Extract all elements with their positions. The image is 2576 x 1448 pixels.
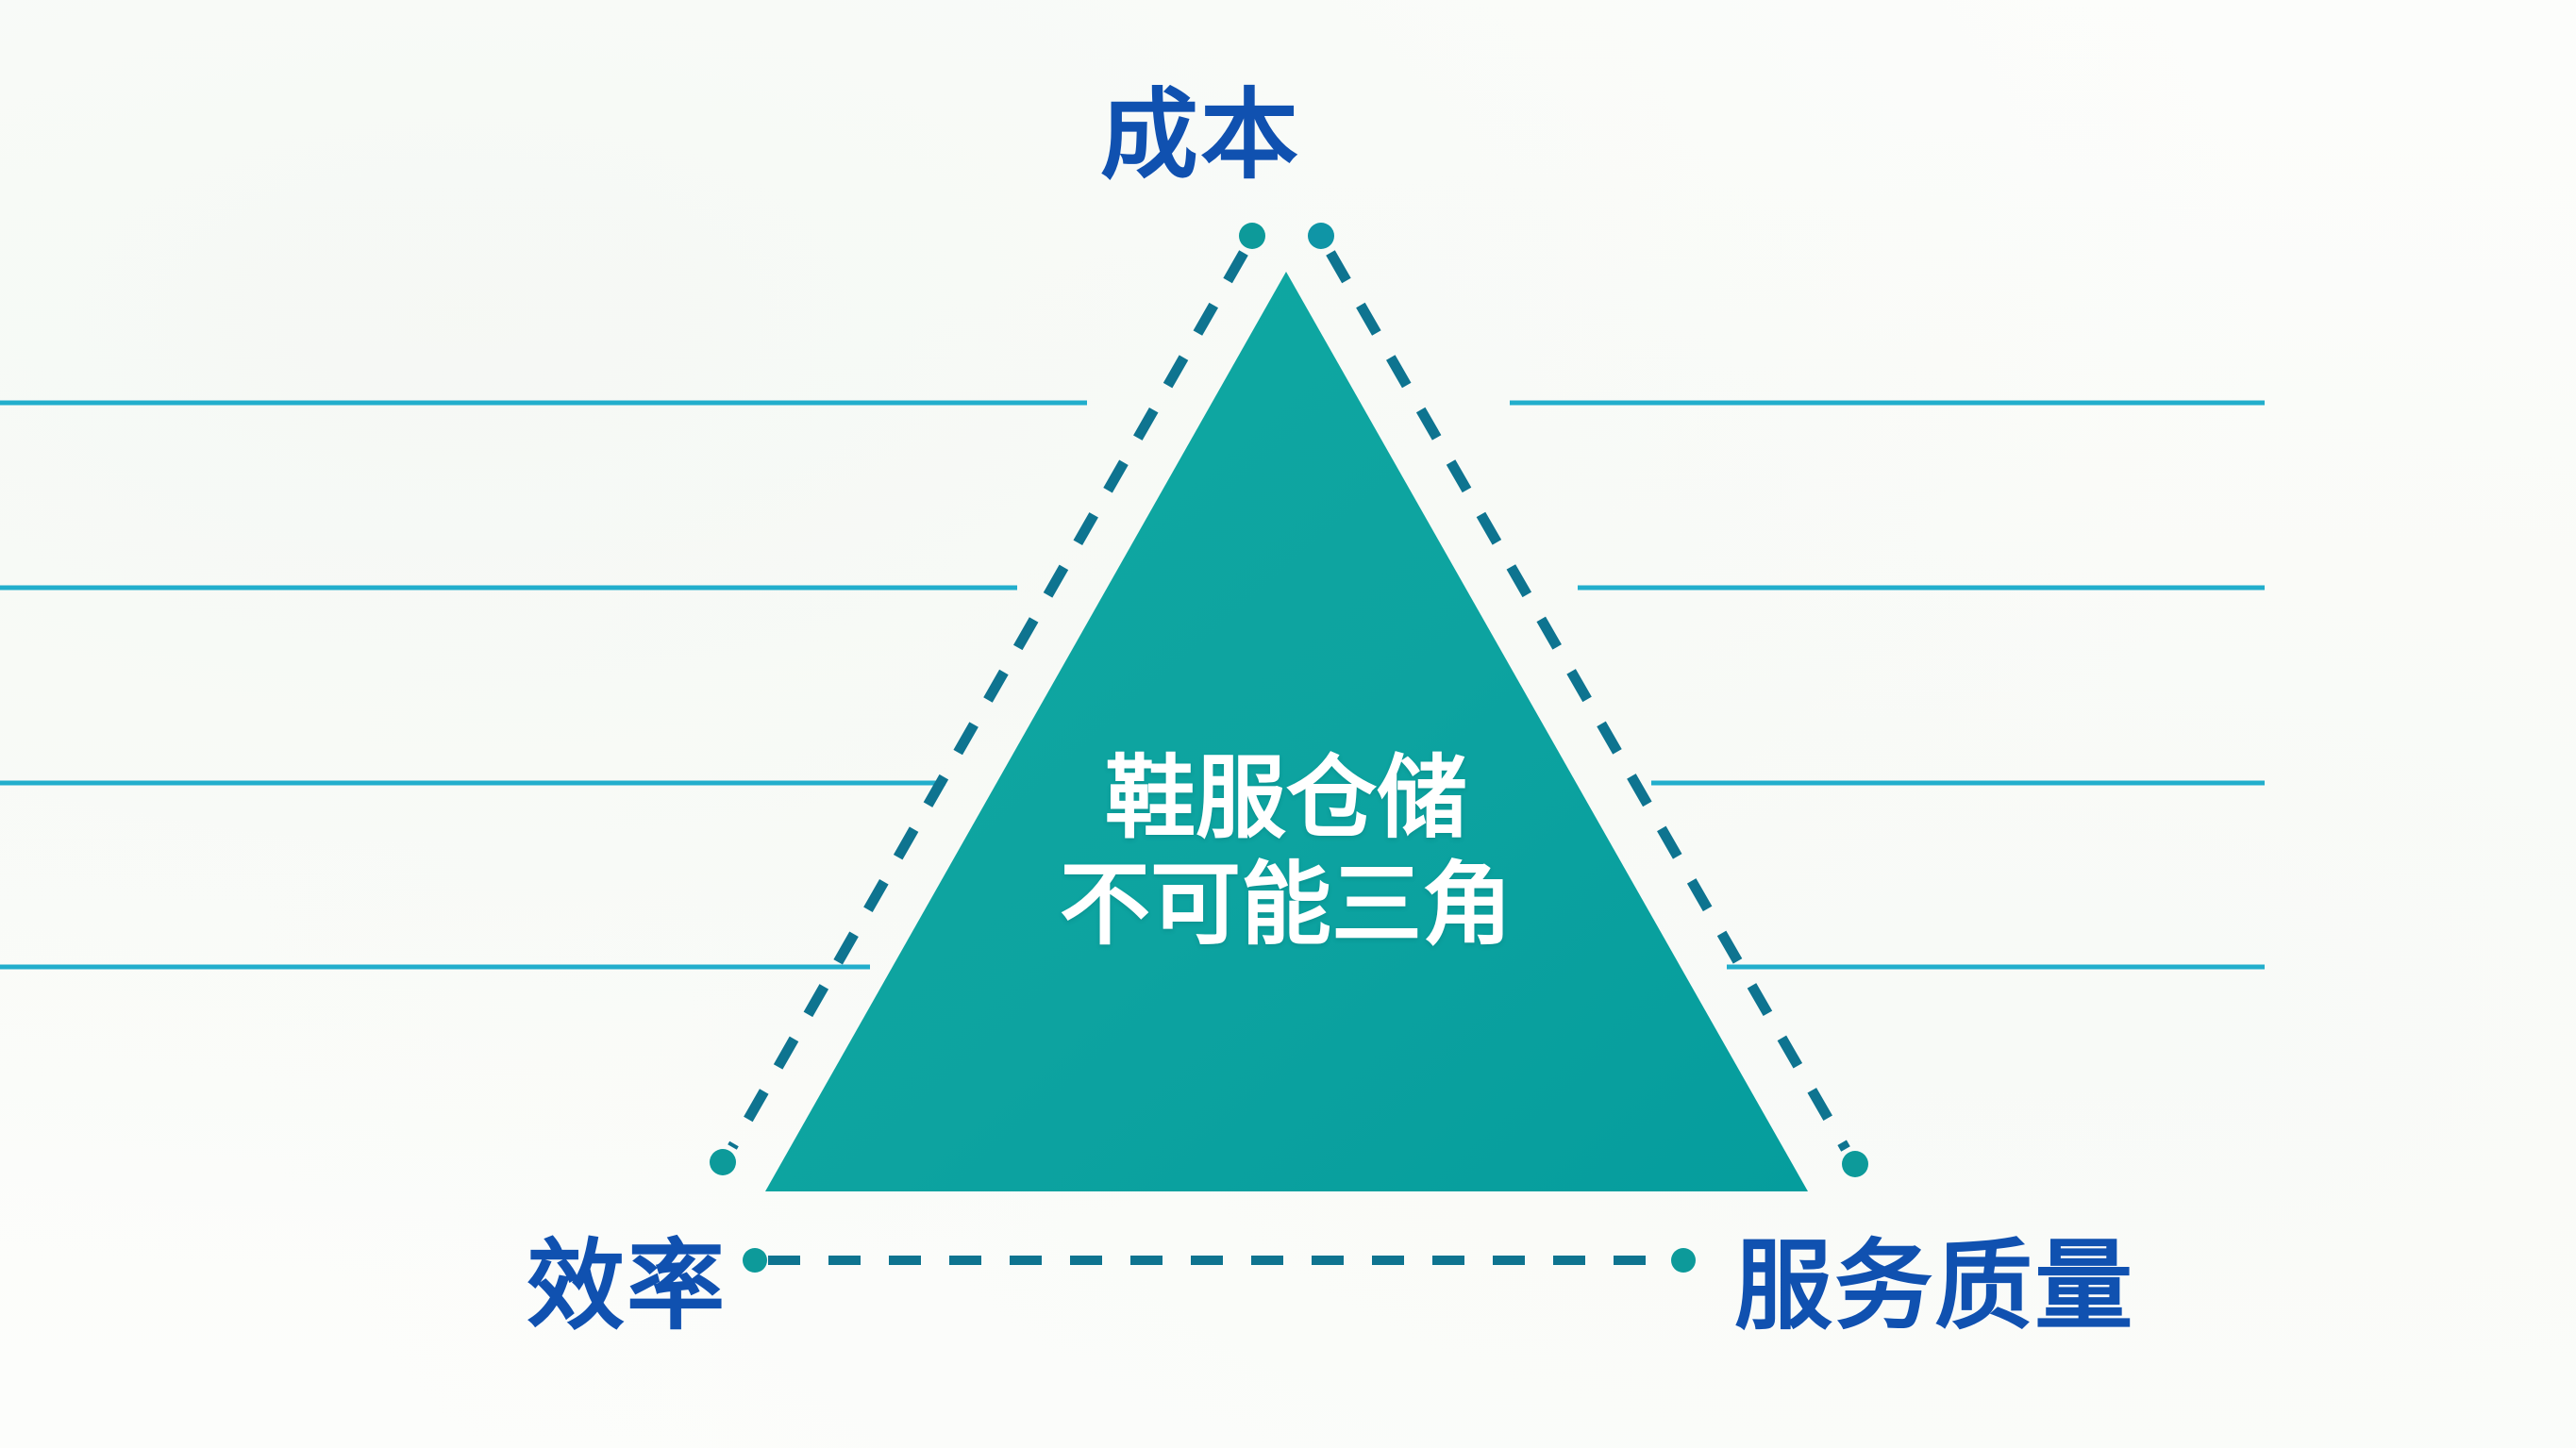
ruled-lines-left (0, 400, 1087, 970)
dot-bottom-right-corner (1842, 1151, 1868, 1177)
dot-apex-left (1239, 223, 1265, 249)
dot-baseline-left (743, 1248, 767, 1273)
edge-cost-efficiency (728, 250, 1248, 1150)
vertex-label-efficiency: 效率 (527, 1232, 728, 1341)
vertex-label-service-quality: 服务质量 (1734, 1232, 2135, 1341)
triangle-caption: 鞋服仓储 不可能三角 (1060, 745, 1513, 959)
triangle-caption-line-1: 鞋服仓储 (1105, 748, 1467, 849)
vertex-label-cost: 成本 (1099, 81, 1301, 191)
edge-cost-service-quality (1326, 250, 1850, 1152)
dot-baseline-right (1671, 1248, 1696, 1273)
dot-bottom-left-corner (710, 1149, 736, 1175)
connector-dots (710, 223, 1868, 1273)
impossibility-triangle-shape (765, 272, 1808, 1191)
dashed-edges (728, 250, 1850, 1265)
ruled-lines-right (1510, 400, 2265, 970)
triangle-caption-line-2: 不可能三角 (1060, 855, 1513, 957)
dot-apex-right (1308, 223, 1334, 249)
